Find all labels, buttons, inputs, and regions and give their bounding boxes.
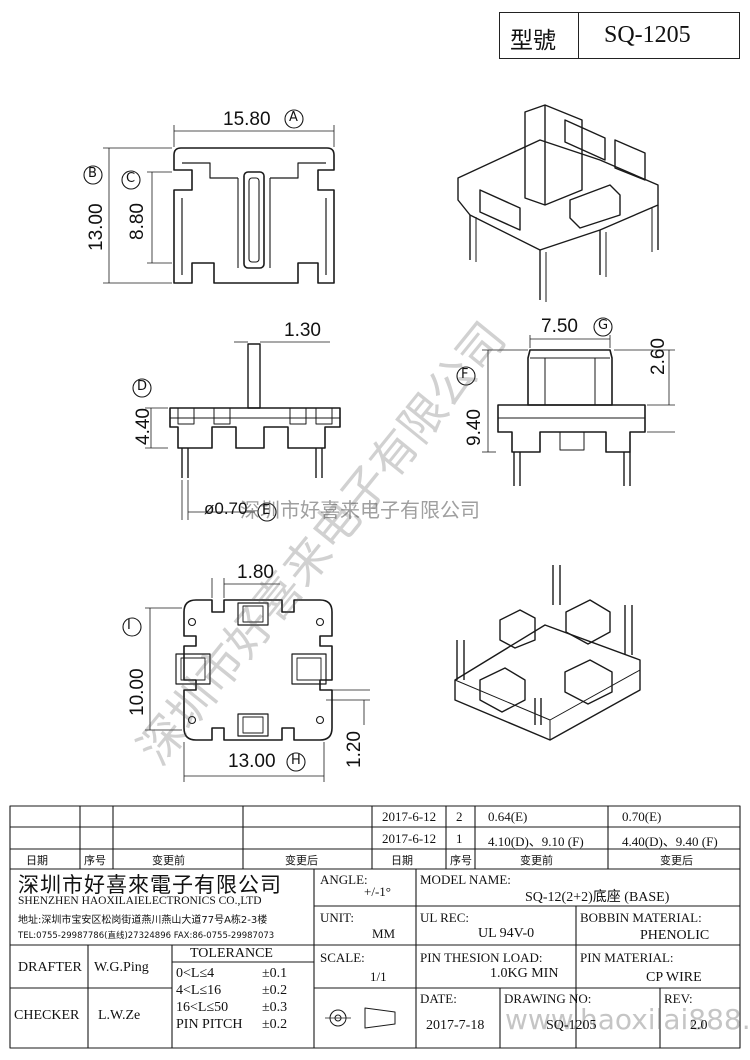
company-name-en: SHENZHEN HAOXILAIELECTRONICS CO.,LTD	[18, 895, 262, 907]
tol-value-2: ±0.2	[262, 983, 288, 998]
bobbin-label: BOBBIN MATERIAL:	[580, 910, 702, 925]
rev1-no: 1	[456, 831, 463, 846]
scale-value: 1/1	[370, 969, 387, 984]
model-header: 型號 SQ-1205	[499, 12, 740, 59]
tag-g: G	[598, 318, 609, 333]
rev-value: 2.0	[690, 1018, 708, 1033]
company-address: 地址:深圳市宝安区松岗街道燕川燕山大道77号A栋2-3楼	[18, 915, 268, 926]
model-label: 型號	[510, 28, 556, 54]
bobbin-value: PHENOLIC	[640, 928, 710, 943]
rev-hdr-before-2: 变更前	[520, 854, 553, 867]
rev-hdr-no-2: 序号	[450, 854, 472, 867]
unit-value: MM	[372, 926, 396, 941]
rev1-date: 2017-6-12	[382, 831, 437, 846]
drafter-value: W.G.Ping	[94, 960, 149, 975]
tag-h: H	[291, 753, 301, 768]
bottom-view	[122, 578, 370, 782]
dim-bot-pin: 1.20	[344, 731, 365, 768]
company-name-cn: 深圳市好喜來電子有限公司	[18, 873, 282, 897]
watermark-url: www.haoxilai888.com	[505, 1003, 750, 1036]
dim-front-top: 2.60	[648, 338, 669, 375]
dim-top-width: 15.80	[223, 109, 271, 130]
tag-f: F	[461, 367, 469, 382]
tol-value-3: ±0.3	[262, 1000, 288, 1015]
dim-bot-height: 10.00	[127, 668, 148, 716]
rev-hdr-no: 序号	[84, 854, 106, 867]
unit-label: UNIT:	[320, 910, 355, 925]
iso-view-bottom	[454, 565, 641, 741]
top-view	[83, 109, 335, 284]
dim-front-height: 9.40	[464, 409, 485, 446]
iso-view-top	[457, 104, 659, 302]
checker-value: L.W.Ze	[98, 1008, 141, 1023]
tol-value-1: ±0.1	[262, 966, 288, 981]
rev1-after: 4.40(D)、9.40 (F)	[622, 834, 718, 849]
pin-load-value: 1.0KG MIN	[490, 966, 559, 981]
dim-top-inner: 8.80	[127, 203, 148, 240]
angle-label: ANGLE:	[320, 872, 368, 887]
model-name-label: MODEL NAME:	[420, 872, 511, 887]
tol-range-2: 4<L≤16	[176, 983, 222, 998]
pin-mat-value: CP WIRE	[646, 970, 702, 985]
dim-front-width: 7.50	[541, 316, 578, 337]
drafter-label: DRAFTER	[18, 960, 82, 975]
dim-side-pin: 1.30	[284, 320, 321, 341]
date-label: DATE:	[420, 991, 457, 1006]
company-tel: TEL:0755-29987786(直线)27324896 FAX:86-075…	[18, 931, 275, 941]
pin-load-label: PIN THESION LOAD:	[420, 950, 543, 965]
rev-hdr-after: 变更后	[285, 854, 318, 867]
date-value: 2017-7-18	[426, 1018, 485, 1033]
rev2-date: 2017-6-12	[382, 809, 437, 824]
scale-label: SCALE:	[320, 950, 365, 965]
rev2-no: 2	[456, 809, 463, 824]
rev2-after: 0.70(E)	[622, 809, 662, 824]
tol-range-4: PIN PITCH	[176, 1017, 243, 1032]
checker-label: CHECKER	[14, 1008, 80, 1023]
dim-side-height: 4.40	[133, 408, 154, 445]
side-view	[132, 341, 341, 522]
rev1-before: 4.10(D)、9.10 (F)	[488, 834, 584, 849]
tag-a: A	[289, 110, 298, 125]
pin-mat-label: PIN MATERIAL:	[580, 950, 674, 965]
tag-b: B	[88, 166, 97, 181]
rev-hdr-date: 日期	[26, 854, 48, 867]
tag-e: E	[262, 503, 271, 518]
drawing-no-value: SQ-1205	[546, 1018, 597, 1033]
tolerance-title: TOLERANCE	[190, 946, 273, 961]
model-value: SQ-1205	[604, 22, 691, 48]
tag-i: I	[127, 618, 131, 633]
dim-top-height: 13.00	[86, 203, 107, 251]
ul-label: UL REC:	[420, 910, 469, 925]
dim-pin-dia: ø0.70	[204, 499, 248, 518]
rev2-before: 0.64(E)	[488, 809, 528, 824]
dim-bot-slot: 1.80	[237, 562, 274, 583]
rev-label: REV:	[664, 991, 693, 1006]
title-block-grid	[9, 805, 741, 1049]
rev-hdr-date-2: 日期	[391, 854, 413, 867]
rev-hdr-before: 变更前	[152, 854, 185, 867]
ul-value: UL 94V-0	[478, 926, 535, 941]
front-view	[456, 317, 675, 486]
tol-range-1: 0<L≤4	[176, 966, 215, 981]
angle-value: +/-1°	[364, 884, 391, 899]
rev-hdr-after-2: 变更后	[660, 854, 693, 867]
watermark-line: 深圳市好喜来电子有限公司	[240, 498, 480, 522]
model-name-value: SQ-12(2+2)底座 (BASE)	[525, 890, 670, 905]
drawing-no-label: DRAWING NO:	[504, 991, 592, 1006]
tag-c: C	[126, 171, 136, 186]
dim-bot-width: 13.00	[228, 751, 276, 772]
tag-d: D	[137, 379, 148, 394]
tol-value-4: ±0.2	[262, 1017, 288, 1032]
tol-range-3: 16<L≤50	[176, 1000, 229, 1015]
